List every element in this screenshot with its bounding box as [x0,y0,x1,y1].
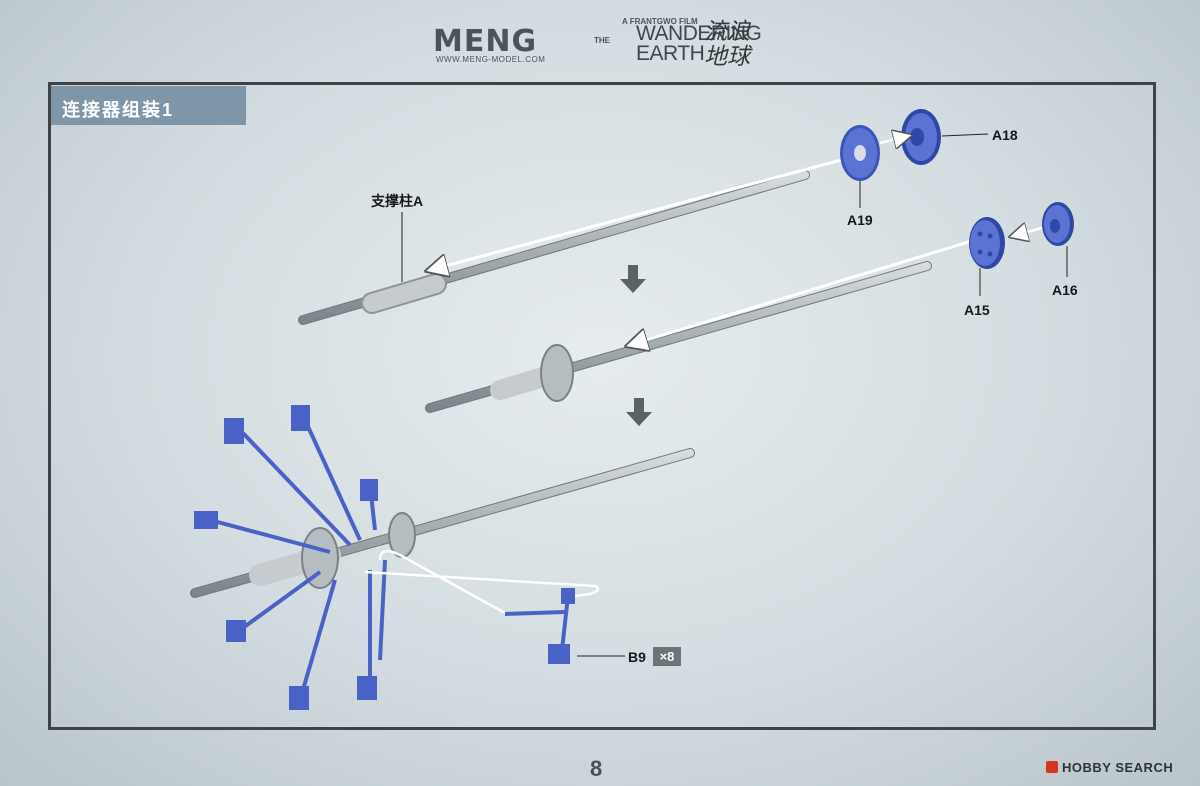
middle-rod [425,261,932,413]
film-the: THE [594,36,610,45]
part-a16 [1042,202,1074,246]
label-a16: A16 [1052,282,1078,298]
label-pillar-a: 支撑柱A [371,193,424,209]
insert-arrow-1 [430,153,861,270]
step-banner [51,86,246,125]
assembled-rod [190,448,695,598]
instruction-panel [48,82,1156,730]
hobby-search-icon [1046,761,1058,773]
meng-logo: MENG [433,24,538,59]
part-a15 [969,217,1005,269]
label-a18: A18 [992,127,1018,143]
label-b9: B9 [628,649,646,665]
down-arrow-1 [620,265,646,293]
label-a19: A19 [847,212,873,228]
part-b9 [504,588,575,664]
down-arrow-2 [626,398,652,426]
part-a19 [840,125,880,181]
meng-url: WWW.MENG-MODEL.COM [436,55,546,64]
pillar-a-rod [298,170,810,325]
b9-quantity-badge: ×8 [653,647,681,666]
film-title-cn: 流浪地球 [704,19,750,70]
film-title-line2: EARTH [636,42,705,65]
watermark-text: HOBBY SEARCH [1062,760,1174,775]
b9-struts [194,405,387,710]
label-a15: A15 [964,302,990,318]
insert-arrow-2 [630,238,976,345]
step-title: 连接器组装1 [62,100,175,120]
page-number: 8 [590,756,603,781]
header: MENG WWW.MENG-MODEL.COM A FRANTGWO FILM … [0,0,1200,78]
film-credit: A FRANTGWO FILM [622,17,698,26]
